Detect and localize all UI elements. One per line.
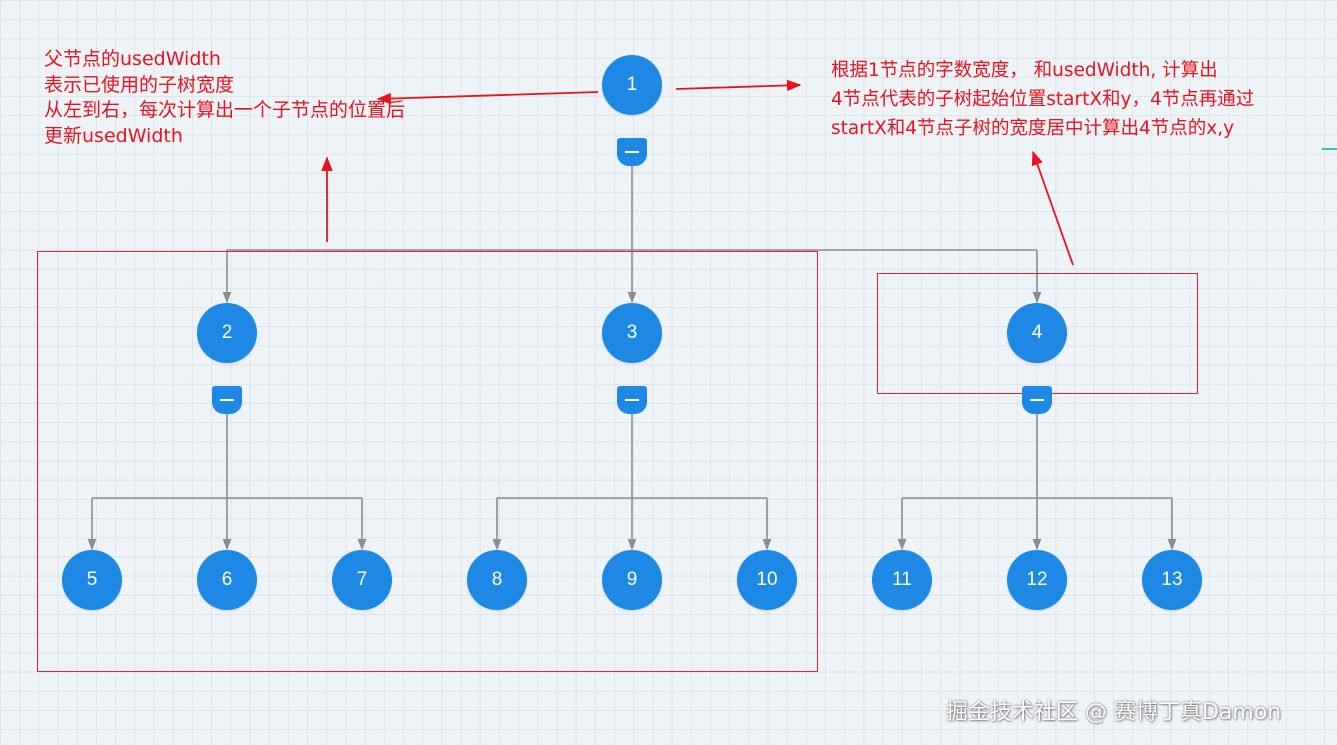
tree-node-11[interactable]: 11 bbox=[872, 550, 932, 610]
edge-accent bbox=[1322, 148, 1337, 150]
annotation-line: 父节点的usedWidth bbox=[44, 48, 221, 70]
tree-node-9[interactable]: 9 bbox=[602, 550, 662, 610]
minus-icon bbox=[220, 399, 234, 401]
annotation-used-width: 父节点的usedWidth 表示已使用的子树宽度 从左到右，每次计算出一个子节点… bbox=[44, 47, 405, 149]
minus-icon bbox=[1030, 399, 1044, 401]
annotation-line: 4节点代表的子树起始位置startX和y，4节点再通过 bbox=[831, 89, 1255, 110]
tree-node-4[interactable]: 4 bbox=[1007, 303, 1067, 363]
annotation-start-x: 根据1节点的字数宽度， 和usedWidth, 计算出 4节点代表的子树起始位置… bbox=[831, 56, 1254, 143]
tree-node-3[interactable]: 3 bbox=[602, 303, 662, 363]
tree-node-6[interactable]: 6 bbox=[197, 550, 257, 610]
tree-node-12[interactable]: 12 bbox=[1007, 550, 1067, 610]
collapse-toggle-3[interactable] bbox=[617, 386, 647, 414]
tree-node-8[interactable]: 8 bbox=[467, 550, 527, 610]
annotation-line: 从左到右，每次计算出一个子节点的位置后 bbox=[44, 99, 406, 121]
watermark: 掘金技术社区 @ 赛博丁真Damon bbox=[946, 700, 1282, 725]
tree-node-10[interactable]: 10 bbox=[737, 550, 797, 610]
minus-icon bbox=[625, 399, 639, 401]
minus-icon bbox=[625, 151, 639, 153]
annotation-line: 更新usedWidth bbox=[44, 124, 183, 147]
tree-node-2[interactable]: 2 bbox=[197, 303, 257, 363]
annotation-line: 根据1节点的字数宽度， 和usedWidth, 计算出 bbox=[831, 60, 1218, 81]
tree-node-5[interactable]: 5 bbox=[62, 550, 122, 610]
tree-node-1[interactable]: 1 bbox=[602, 55, 662, 115]
annotation-arrows bbox=[321, 79, 1074, 266]
tree-node-13[interactable]: 13 bbox=[1142, 550, 1202, 610]
arrow-box4-to-right-note bbox=[1031, 150, 1074, 266]
collapse-toggle-4[interactable] bbox=[1022, 386, 1052, 414]
highlight-box-used-width-subtrees bbox=[37, 251, 818, 672]
collapse-toggle-1[interactable] bbox=[617, 138, 647, 166]
collapse-toggle-2[interactable] bbox=[212, 386, 242, 414]
annotation-line: 表示已使用的子树宽度 bbox=[44, 73, 235, 96]
arrow-node1-to-left-note bbox=[376, 91, 599, 105]
tree-node-7[interactable]: 7 bbox=[332, 550, 392, 610]
tree-edges bbox=[87, 166, 1177, 551]
annotation-line: startX和4节点子树的宽度居中计算出4节点的x,y bbox=[831, 118, 1235, 139]
arrow-node1-to-right-note bbox=[675, 79, 802, 92]
